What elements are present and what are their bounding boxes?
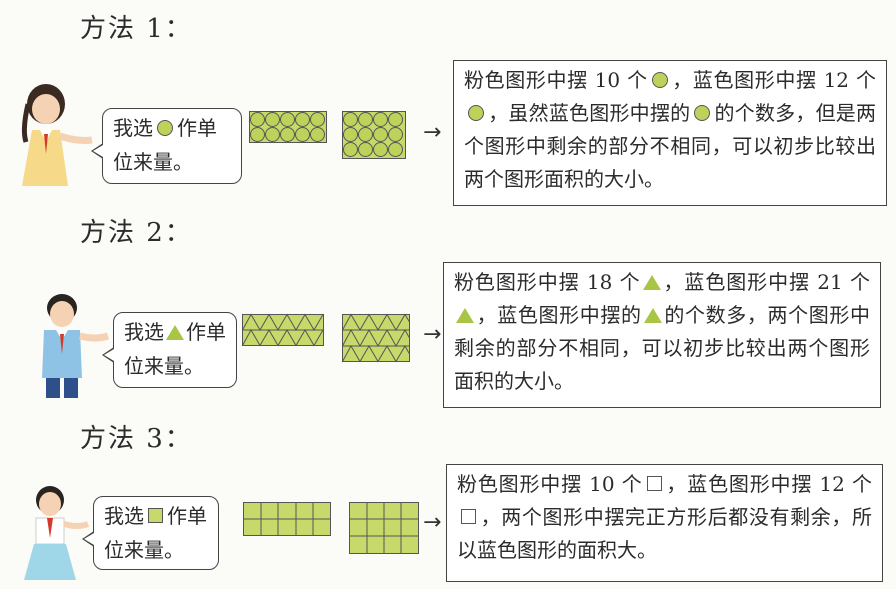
explanation-text: ，蓝色图形中摆 12 个 <box>672 68 876 92</box>
bubble-text-pre: 我选 <box>113 116 153 140</box>
bubble-tail <box>102 347 114 363</box>
method3-heading: 方法 3： <box>80 418 193 455</box>
explanation-text: ，虽然蓝色图形中摆的 <box>488 101 690 125</box>
explanation-text: ，蓝色图形中摆 21 个 <box>663 270 870 294</box>
triangle-unit-icon <box>166 325 184 340</box>
square-unit-icon <box>148 508 163 523</box>
square-unit-icon <box>647 476 662 491</box>
arrow-2: → <box>423 322 441 347</box>
explanation-text: ，两个图形中摆完正方形后都没有剩余，所以蓝色图形的面积大。 <box>457 505 872 562</box>
blue-shape-triangles <box>342 314 410 362</box>
explanation-text: ，蓝色图形中摆的 <box>476 303 642 327</box>
explanation-text: 粉色图形中摆 10 个 <box>464 68 648 92</box>
circle-unit-icon <box>157 120 173 136</box>
speech-bubble-1: 我选作单位来量。 <box>102 108 242 184</box>
explanation-box-2: 粉色图形中摆 18 个，蓝色图形中摆 21 个，蓝色图形中摆的的个数多，两个图形… <box>443 262 881 408</box>
circle-unit-icon <box>652 72 668 88</box>
explanation-text: 粉色图形中摆 18 个 <box>454 270 641 294</box>
triangle-unit-icon <box>643 275 661 290</box>
circle-unit-icon <box>694 105 710 121</box>
blue-shape-squares <box>349 502 419 554</box>
girl-illustration-1 <box>12 82 102 190</box>
arrow-3: → <box>423 510 441 535</box>
bubble-tail <box>82 531 94 547</box>
explanation-text: 粉色图形中摆 10 个 <box>457 472 643 496</box>
speech-bubble-3: 我选作单位来量。 <box>93 496 219 570</box>
bubble-text-pre: 我选 <box>104 504 144 528</box>
explanation-text: ，蓝色图形中摆 12 个 <box>666 472 872 496</box>
bubble-text-pre: 我选 <box>124 320 164 344</box>
square-unit-icon <box>461 509 476 524</box>
blue-shape-circles <box>342 111 406 159</box>
method2-heading: 方法 2： <box>80 212 193 249</box>
explanation-box-3: 粉色图形中摆 10 个 ，蓝色图形中摆 12 个 ，两个图形中摆完正方形后都没有剩余… <box>446 464 883 582</box>
triangle-unit-icon <box>644 308 662 323</box>
pink-shape-squares <box>243 502 331 536</box>
explanation-box-1: 粉色图形中摆 10 个，蓝色图形中摆 12 个，虽然蓝色图形中摆的的个数多，但是… <box>453 60 887 206</box>
pink-shape-circles <box>249 111 327 143</box>
circle-unit-icon <box>468 105 484 121</box>
triangle-unit-icon <box>456 308 474 323</box>
pink-shape-triangles <box>242 314 324 346</box>
arrow-1: → <box>423 120 441 145</box>
speech-bubble-2: 我选作单位来量。 <box>113 312 237 388</box>
bubble-tail <box>91 143 103 159</box>
method1-heading: 方法 1： <box>80 8 193 45</box>
boy-illustration <box>22 292 114 400</box>
